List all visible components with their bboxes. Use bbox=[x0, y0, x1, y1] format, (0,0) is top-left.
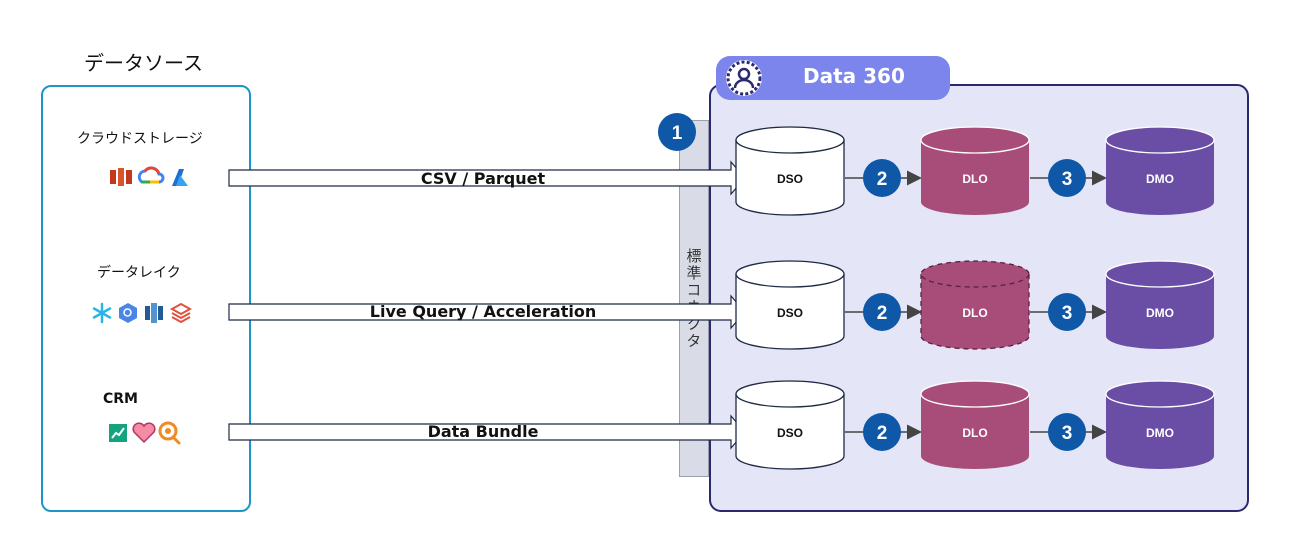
dso-cylinder-label: DSO bbox=[777, 172, 803, 186]
dlo-cylinder-label: DLO bbox=[962, 306, 987, 320]
crm-icons bbox=[109, 421, 181, 445]
standard-connector-label: 標準コネクタ bbox=[684, 247, 703, 350]
step-3-badge-label: 3 bbox=[1062, 169, 1073, 190]
dmo-cylinder: DMO bbox=[1105, 126, 1215, 215]
databricks-icon bbox=[169, 302, 193, 324]
category-cloud-storage-label: クラウドストレージ bbox=[77, 131, 203, 147]
dso-cylinder: DSO bbox=[735, 126, 845, 216]
cloud-storage-icons bbox=[110, 166, 188, 186]
data-sources-title: データソース bbox=[84, 51, 203, 75]
dlo-cylinder: DLO bbox=[920, 380, 1030, 469]
data-lake-icons bbox=[92, 302, 193, 324]
data-sources-panel bbox=[41, 85, 251, 512]
step-3-badge: 3 bbox=[1048, 413, 1086, 451]
analytics-icon bbox=[109, 424, 127, 442]
step-3-badge-label: 3 bbox=[1062, 303, 1073, 324]
step-2-badge: 2 bbox=[863, 159, 901, 197]
redshift-icon bbox=[145, 303, 163, 323]
dlo-cylinder: DLO bbox=[920, 260, 1030, 350]
step-1-badge-label: 1 bbox=[672, 123, 683, 144]
search-analytics-icon bbox=[158, 421, 181, 445]
step-3-badge: 3 bbox=[1048, 159, 1086, 197]
step-3-badge: 3 bbox=[1048, 293, 1086, 331]
arrow-label-csv-parquet: CSV / Parquet bbox=[420, 169, 546, 188]
arrow-label-data-bundle: Data Bundle bbox=[427, 422, 539, 441]
dlo-cylinder-label: DLO bbox=[962, 426, 987, 440]
standard-connector-label-wrap: 標準コネクタ bbox=[679, 120, 709, 477]
dlo-cylinder: DLO bbox=[920, 126, 1030, 215]
step-2-badge-label: 2 bbox=[877, 423, 888, 444]
category-crm-label: CRM bbox=[103, 391, 138, 407]
category-data-lake-label: データレイク bbox=[97, 265, 181, 281]
step-1-badge: 1 bbox=[658, 113, 696, 151]
snowflake-icon bbox=[92, 302, 112, 324]
heart-icon bbox=[132, 422, 156, 444]
step-3-badge-label: 3 bbox=[1062, 423, 1073, 444]
dso-cylinder-label: DSO bbox=[777, 306, 803, 320]
dso-cylinder-label: DSO bbox=[777, 426, 803, 440]
azure-icon bbox=[172, 169, 188, 186]
data-360-logo-icon bbox=[726, 60, 762, 96]
dso-cylinder: DSO bbox=[735, 380, 845, 470]
step-2-badge-label: 2 bbox=[877, 169, 888, 190]
arrow-label-live-query: Live Query / Acceleration bbox=[369, 302, 597, 321]
dmo-cylinder-label: DMO bbox=[1146, 306, 1174, 320]
dmo-cylinder: DMO bbox=[1105, 260, 1215, 349]
step-2-badge-label: 2 bbox=[877, 303, 888, 324]
dlo-cylinder-label: DLO bbox=[962, 172, 987, 186]
dso-cylinder: DSO bbox=[735, 260, 845, 350]
bigquery-icon bbox=[119, 303, 137, 323]
step-2-badge: 2 bbox=[863, 293, 901, 331]
data-360-title: Data 360 bbox=[803, 64, 905, 88]
step-2-badge: 2 bbox=[863, 413, 901, 451]
dmo-cylinder: DMO bbox=[1105, 380, 1215, 469]
aws-s3-icon bbox=[110, 168, 132, 186]
dmo-cylinder-label: DMO bbox=[1146, 172, 1174, 186]
google-cloud-icon bbox=[137, 166, 165, 184]
dmo-cylinder-label: DMO bbox=[1146, 426, 1174, 440]
